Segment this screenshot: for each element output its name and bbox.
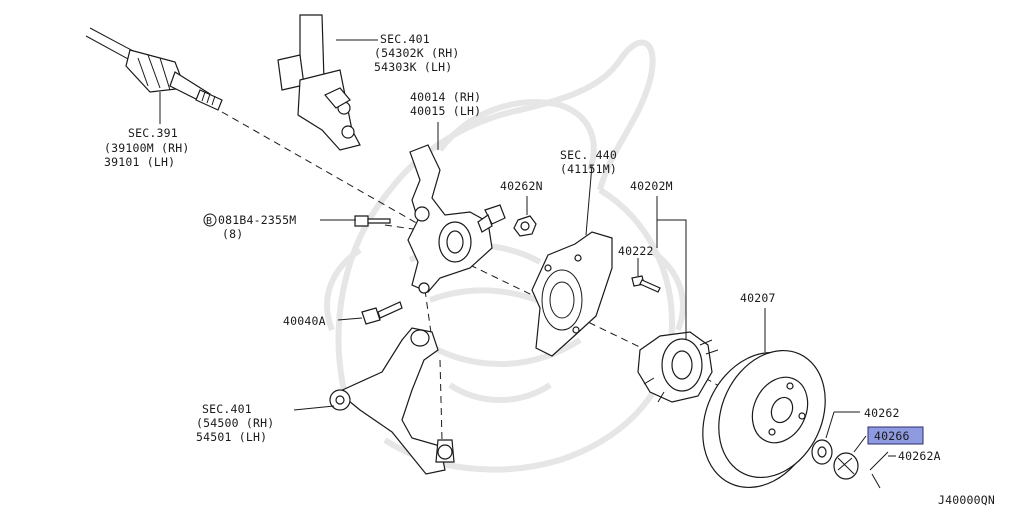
- sec401-top-lh: 54303K (LH): [374, 60, 452, 74]
- splash-guard: [531, 231, 613, 357]
- sec401-top-rh: (54302K (RH): [374, 46, 459, 60]
- leader-lines: [159, 39, 896, 457]
- bolt-qty: (8): [222, 227, 243, 241]
- label-40222[interactable]: 40222: [618, 244, 654, 258]
- lower-bolt: [361, 301, 403, 325]
- lower-control-arm: [329, 327, 455, 475]
- bolt-circle-icon: [203, 213, 217, 227]
- sec401-bottom-title: SEC.401: [202, 402, 252, 416]
- nut-40262n: [513, 215, 537, 237]
- sec440-part: (41151M): [560, 162, 617, 176]
- label-sec401-bottom[interactable]: SEC.401 (54500 (RH) 54501 (LH): [196, 402, 274, 444]
- drive-shaft: [85, 27, 223, 111]
- label-sec391[interactable]: SEC.391 (39100M (RH) 39101 (LH): [104, 126, 189, 169]
- hub-stud: [631, 275, 661, 293]
- label-40262n[interactable]: 40262N: [500, 179, 543, 193]
- sec401-bottom-lh: 54501 (LH): [196, 430, 267, 444]
- cotter-pin: [869, 451, 889, 489]
- label-40262a[interactable]: 40262A: [898, 449, 941, 463]
- hub-assembly: [637, 331, 719, 403]
- bolt-code-b: B: [206, 216, 212, 227]
- brake-rotor: [702, 349, 826, 489]
- label-sec440[interactable]: SEC. 440 (41151M): [560, 148, 617, 176]
- diagram-code: J40000QN: [938, 493, 995, 507]
- sec391-lh: 39101 (LH): [104, 155, 175, 169]
- sec391-title: SEC.391: [128, 126, 178, 140]
- label-40266: 40266: [874, 429, 910, 443]
- highlight-box: [867, 426, 924, 445]
- sec401-bottom-rh: (54500 (RH): [196, 416, 274, 430]
- knuckle-lh: 40015 (LH): [410, 104, 481, 118]
- bolt-code: 081B4-2355M: [218, 213, 296, 227]
- label-sec401-top[interactable]: SEC.401 (54302K (RH) 54303K (LH): [374, 32, 459, 74]
- sec391-rh: (39100M (RH): [104, 141, 189, 155]
- sec440-title: SEC. 440: [560, 148, 617, 162]
- sec401-top-title: SEC.401: [380, 32, 430, 46]
- knuckle-rh: 40014 (RH): [410, 90, 481, 104]
- nut-cap: [833, 452, 859, 480]
- label-40202m[interactable]: 40202M: [630, 179, 673, 193]
- steering-knuckle: [407, 144, 506, 294]
- label-40207[interactable]: 40207: [740, 291, 776, 305]
- label-40266-highlighted[interactable]: 40266: [867, 426, 924, 445]
- axle-nut: [811, 439, 833, 465]
- label-bolt-code[interactable]: B 081B4-2355M (8): [203, 213, 296, 241]
- strut-assembly: [277, 14, 361, 151]
- knuckle-bolt: [354, 215, 391, 227]
- label-knuckle[interactable]: 40014 (RH) 40015 (LH): [410, 90, 481, 118]
- label-40262[interactable]: 40262: [864, 406, 900, 420]
- label-40040a[interactable]: 40040A: [283, 314, 326, 328]
